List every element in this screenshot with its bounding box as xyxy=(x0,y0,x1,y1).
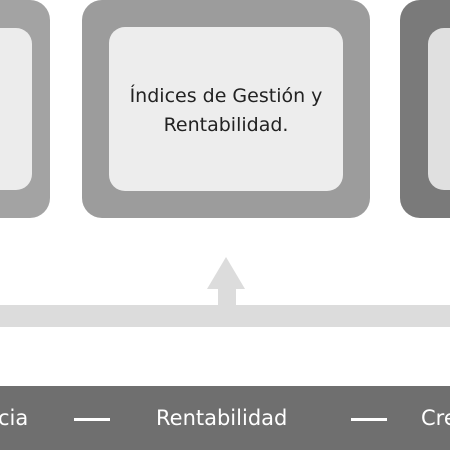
card-center-inner: Índices de Gestión y Rentabilidad. xyxy=(109,27,343,191)
card-right xyxy=(400,0,450,218)
horizontal-connector-bar xyxy=(0,305,450,327)
card-left-inner xyxy=(0,28,32,190)
band-item-2: Cre xyxy=(421,406,450,430)
band-item-0: cia xyxy=(0,406,29,430)
card-center-label: Índices de Gestión y Rentabilidad. xyxy=(129,85,323,136)
band-dash-1 xyxy=(74,418,110,421)
card-right-inner xyxy=(428,28,450,190)
up-arrow-connector xyxy=(0,257,450,327)
band-item-1: Rentabilidad xyxy=(156,406,288,430)
up-arrow-head xyxy=(207,257,245,289)
card-left xyxy=(0,0,50,218)
card-center: Índices de Gestión y Rentabilidad. xyxy=(82,0,370,218)
band-dash-2 xyxy=(351,418,387,421)
up-arrow-stem xyxy=(218,288,236,306)
